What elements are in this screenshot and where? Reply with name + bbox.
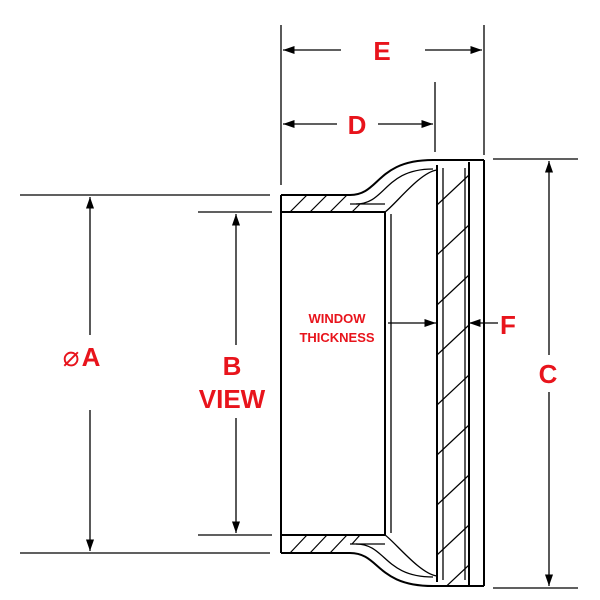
dimension-a: ⌀ A [63, 197, 101, 551]
part-body [280, 159, 485, 587]
label-b: B [223, 351, 242, 381]
dimension-e: E [283, 36, 482, 66]
label-c: C [539, 359, 558, 389]
label-window: WINDOW [308, 311, 366, 326]
label-view: VIEW [199, 384, 266, 414]
dimension-c: C [539, 161, 558, 586]
window-hatching [437, 174, 469, 587]
extension-lines [20, 25, 578, 589]
label-thickness: THICKNESS [299, 330, 374, 345]
label-e: E [373, 36, 390, 66]
diameter-symbol: ⌀ [63, 340, 80, 373]
dimension-b: B VIEW [199, 214, 266, 533]
label-f: F [500, 310, 516, 340]
label-a: A [82, 342, 101, 372]
dimension-window-thickness: WINDOW THICKNESS F [299, 310, 516, 345]
dimension-d: D [283, 110, 433, 140]
label-d: D [348, 110, 367, 140]
sleeve-hatching [289, 194, 361, 554]
